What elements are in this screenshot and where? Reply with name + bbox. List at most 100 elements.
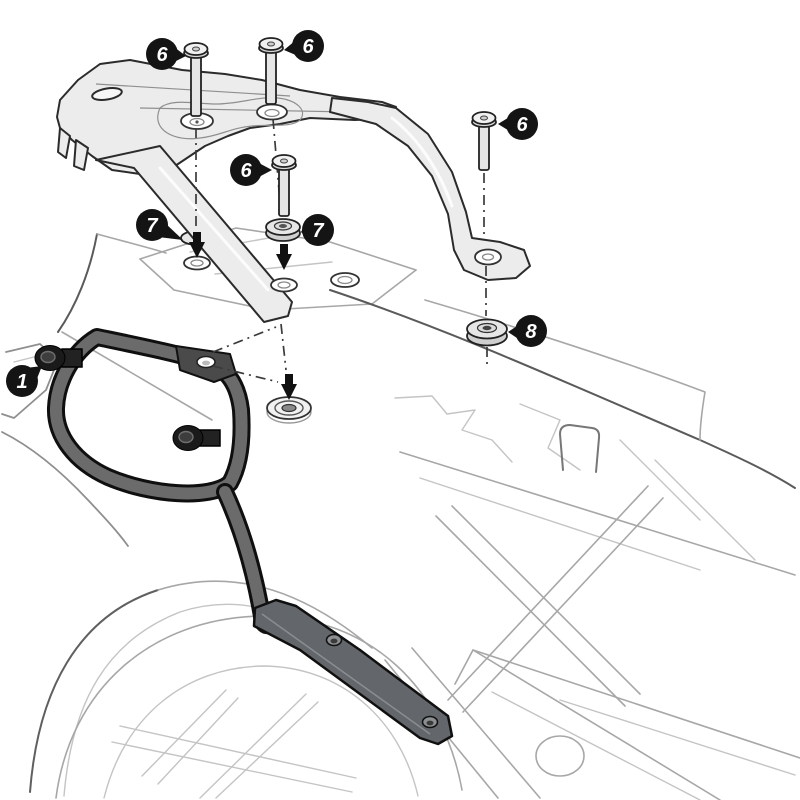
bolt-shaft xyxy=(190,55,202,117)
side-panel-edge-1 xyxy=(454,649,721,800)
side-panel-hole xyxy=(535,735,585,777)
side-panel-edge-2 xyxy=(472,649,800,759)
subframe-bar-2b xyxy=(462,497,664,713)
tail-jag-2 xyxy=(519,403,581,471)
callout-bolt-rear-right: 6 xyxy=(498,108,538,140)
grommet-mid xyxy=(274,400,304,416)
rack-plate-tab-2 xyxy=(73,139,89,171)
callout-number: 6 xyxy=(302,36,314,58)
tail-lower-diagonal-2 xyxy=(419,477,701,571)
frame-line-1 xyxy=(619,439,701,521)
guide-bracket-upper-diagonal xyxy=(212,326,277,353)
callout-bolt-front-right: 6 xyxy=(284,30,324,62)
arrow-stem xyxy=(285,374,293,385)
callout-washer-center: 7 xyxy=(301,214,334,246)
callout-washer-left: 7 xyxy=(136,209,183,241)
side-panel-line-1 xyxy=(491,691,701,800)
spoke-3b xyxy=(157,697,239,785)
callout-bubble xyxy=(146,38,178,70)
bike-hole-left xyxy=(183,255,211,271)
swingarm-line-2 xyxy=(411,647,541,799)
tail-cowl-edge xyxy=(57,233,98,333)
callout-spacer: 8 xyxy=(508,315,547,347)
bolt-center-icon xyxy=(271,154,297,217)
insert-arrow-grommet xyxy=(281,374,297,400)
bike-hole-center xyxy=(270,277,298,293)
side-case-bracket xyxy=(34,328,454,746)
grommet-hole xyxy=(281,403,297,413)
spoke-1b xyxy=(119,725,357,779)
washer-hole xyxy=(279,224,287,228)
bolt-socket xyxy=(480,115,488,121)
callout-bubble xyxy=(230,154,262,186)
callout-bubble xyxy=(515,315,547,347)
washer-hole xyxy=(482,325,492,331)
bolt-socket xyxy=(267,41,275,47)
washer-center-icon xyxy=(265,218,301,242)
arrow-stem xyxy=(193,232,201,243)
rack-arm-tab-hole-inner xyxy=(481,253,495,261)
rack-right-arm xyxy=(329,97,531,281)
tail-main-edge xyxy=(329,289,796,489)
arrow-head xyxy=(189,242,205,258)
rack-arm-tab-hole xyxy=(474,248,502,266)
bolt-rear-right-icon xyxy=(471,111,497,171)
callout-bolt-front-left: 6 xyxy=(146,38,186,70)
callout-bubble xyxy=(6,365,38,397)
bracket-stay-hole-1-inner xyxy=(330,638,338,644)
spoke-2a xyxy=(199,693,307,799)
grommet-icon xyxy=(266,396,312,424)
callout-bubble xyxy=(292,30,324,62)
callout-balloons: 6 6 6 6 7 7 8 xyxy=(6,30,547,397)
bike-hole-right xyxy=(330,272,360,288)
insert-arrow-left xyxy=(189,232,205,258)
callout-side-bracket: 1 xyxy=(6,365,42,397)
tail-u-bracket xyxy=(559,424,601,473)
bracket-stay-hole-2-inner xyxy=(426,720,434,726)
callout-number: 6 xyxy=(156,44,168,66)
tail-lower-diagonal-1 xyxy=(399,451,796,576)
bolt-socket xyxy=(280,158,288,164)
spoke-3a xyxy=(141,689,227,777)
bolt-shaft xyxy=(278,167,290,217)
bike-hole-left-inner xyxy=(190,259,204,267)
bolt-shaft xyxy=(478,124,490,171)
tail-jag-1 xyxy=(394,395,513,463)
arrow-stem xyxy=(280,244,288,255)
bolt-socket xyxy=(192,46,200,52)
rim-arc xyxy=(103,665,419,799)
callout-bolt-center: 6 xyxy=(230,154,272,186)
bolt-front-right-icon xyxy=(258,37,284,105)
rack-plate-hole-left-dot xyxy=(195,120,199,124)
arrow-head xyxy=(276,254,292,270)
bracket-stay-highlight xyxy=(261,613,431,735)
left-lower-wing xyxy=(1,431,129,547)
bike-hole-right-inner xyxy=(337,275,353,285)
rack-plate-hole-left-inner xyxy=(189,117,205,127)
rack-plate-boss-outline xyxy=(157,97,304,140)
tail-top-edge xyxy=(424,299,706,441)
guide-arm-tip-column xyxy=(280,323,287,371)
spoke-2b xyxy=(215,701,319,799)
left-wing xyxy=(1,343,59,419)
rack-plate-tab-1 xyxy=(57,127,71,159)
knob-bolt-2-socket xyxy=(178,430,194,444)
rack-right-arm-highlight xyxy=(390,116,454,208)
callout-number: 7 xyxy=(312,220,324,242)
washer-spacer-icon xyxy=(466,318,508,347)
callout-bubble xyxy=(506,108,538,140)
rack-plate-seam-2 xyxy=(139,107,351,113)
bolt-front-left-icon xyxy=(183,42,209,117)
bolt-shaft xyxy=(265,50,277,105)
left-wing-seam xyxy=(13,355,39,363)
rack-plate-slot xyxy=(91,86,123,102)
callout-number: 6 xyxy=(240,160,252,182)
fasteners xyxy=(183,37,508,424)
fender-outer-edge xyxy=(29,589,159,793)
frame-line-2 xyxy=(654,459,756,561)
fender-outer-right xyxy=(157,580,373,649)
callout-bubble xyxy=(136,209,168,241)
arrow-head xyxy=(281,384,297,400)
